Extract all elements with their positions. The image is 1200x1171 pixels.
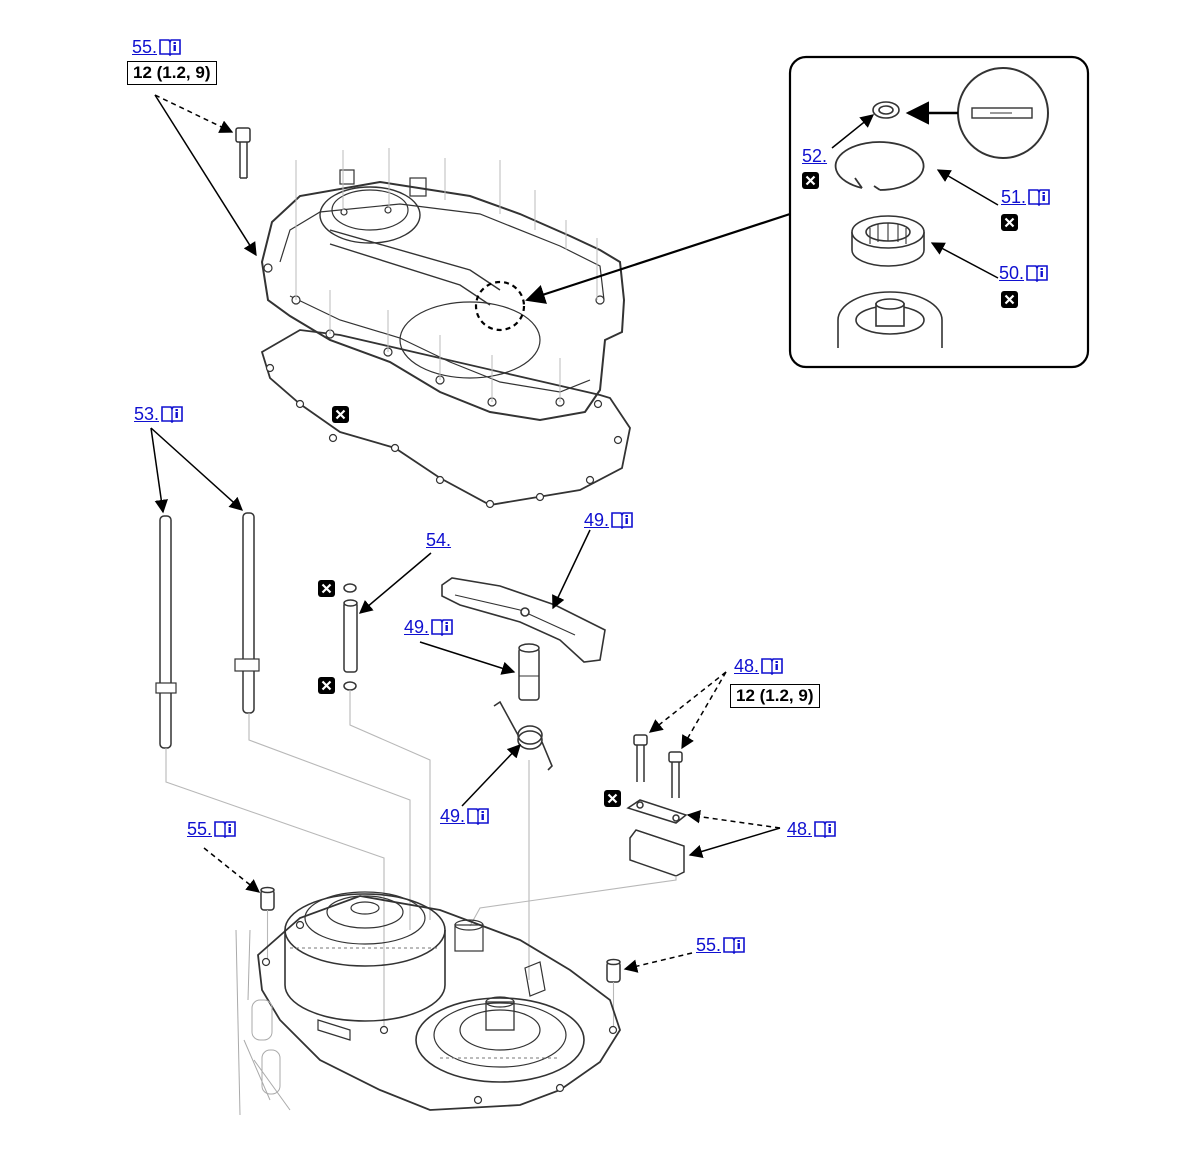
callout-number: 54.	[426, 530, 452, 550]
callout-number: 52.	[802, 146, 828, 166]
bracket-plate-and-block	[626, 799, 688, 877]
callout-number: 53.	[134, 404, 160, 424]
callout-50[interactable]: 50.	[999, 263, 1048, 283]
book-info-icon	[214, 821, 236, 838]
pipe-with-o-rings	[343, 583, 358, 691]
gasket-holes	[265, 363, 623, 509]
callout-49-bracket[interactable]: 49.	[584, 510, 633, 530]
book-info-icon	[814, 821, 836, 838]
top-cover-bolt	[235, 127, 251, 179]
callout-48-parts[interactable]: 48.	[787, 819, 836, 839]
callout-51[interactable]: 51.	[1001, 187, 1050, 207]
bracket-bolts	[633, 734, 683, 798]
cover-gasket	[260, 329, 631, 506]
callout-55-right[interactable]: 55.	[696, 935, 745, 955]
book-info-icon	[761, 658, 783, 675]
replace-x-icon	[604, 790, 621, 807]
book-info-icon	[161, 406, 183, 423]
shift-bracket	[441, 577, 606, 663]
callout-53[interactable]: 53.	[134, 404, 183, 424]
detent-pin	[518, 643, 540, 701]
replace-x-icon	[802, 172, 819, 189]
book-info-icon	[1026, 265, 1048, 282]
pipe-shafts	[155, 512, 260, 749]
bearing	[851, 215, 925, 267]
callout-55-left[interactable]: 55.	[187, 819, 236, 839]
callout-number: 49.	[584, 510, 610, 530]
callout-number: 49.	[440, 806, 466, 826]
transmission-case	[235, 891, 621, 1116]
replace-x-icon	[318, 677, 335, 694]
book-info-icon	[723, 937, 745, 954]
callout-49-spring[interactable]: 49.	[440, 806, 489, 826]
callout-54[interactable]: 54.	[426, 530, 451, 550]
callout-52[interactable]: 52.	[802, 146, 827, 166]
callout-55-top[interactable]: 55.	[132, 37, 181, 57]
book-info-icon	[431, 619, 453, 636]
callout-number: 51.	[1001, 187, 1027, 207]
book-info-icon	[159, 39, 181, 56]
snap-ring	[834, 141, 925, 191]
callout-number: 55.	[187, 819, 213, 839]
seal-magnified-view	[957, 67, 1049, 159]
oil-seal	[872, 101, 900, 119]
torsion-spring	[493, 700, 553, 771]
replace-x-icon	[332, 406, 349, 423]
callout-number: 49.	[404, 617, 430, 637]
assembly-guide-lines	[165, 690, 677, 1030]
detail-inset	[788, 55, 1090, 369]
callout-number: 55.	[696, 935, 722, 955]
leader-lines	[150, 94, 999, 973]
callout-number: 48.	[734, 656, 760, 676]
replace-x-icon	[1001, 291, 1018, 308]
bearing-housing	[837, 291, 943, 348]
replace-x-icon	[1001, 214, 1018, 231]
torque-spec-right: 12 (1.2, 9)	[730, 684, 820, 708]
book-info-icon	[1028, 189, 1050, 206]
book-info-icon	[611, 512, 633, 529]
callout-number: 55.	[132, 37, 158, 57]
book-info-icon	[467, 808, 489, 825]
replace-x-icon	[318, 580, 335, 597]
torque-spec-top: 12 (1.2, 9)	[127, 61, 217, 85]
cover-body	[260, 180, 626, 422]
transmission-cover	[260, 148, 631, 509]
detail-location-circle	[474, 280, 526, 332]
callout-48-bolts[interactable]: 48.	[734, 656, 783, 676]
callout-49-pin[interactable]: 49.	[404, 617, 453, 637]
callout-number: 50.	[999, 263, 1025, 283]
callout-number: 48.	[787, 819, 813, 839]
